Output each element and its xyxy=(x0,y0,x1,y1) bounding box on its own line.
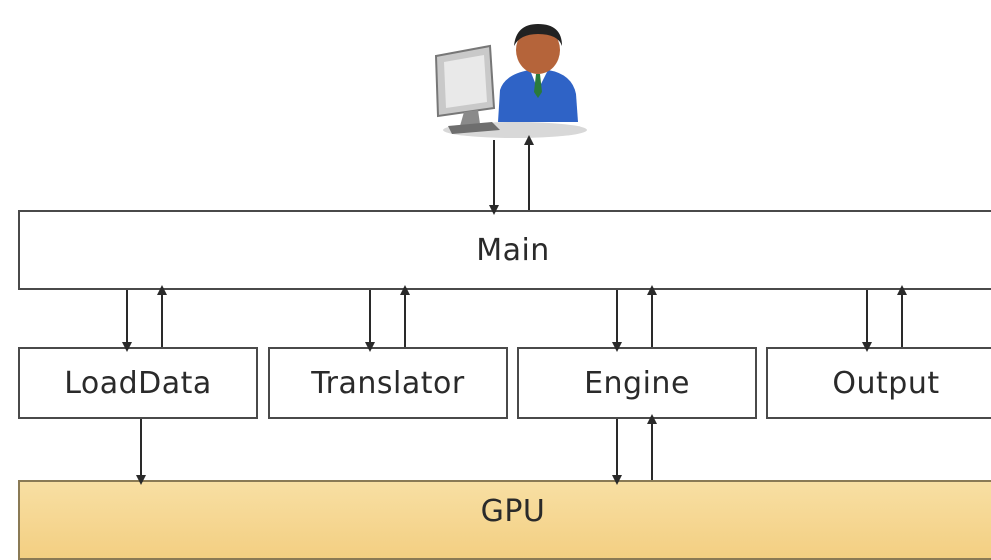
output-module: Output xyxy=(766,347,991,419)
architecture-diagram: Main LoadData Translator Engine Output G… xyxy=(18,24,991,560)
connector-arrows xyxy=(122,135,907,485)
user-at-computer-icon xyxy=(434,24,587,138)
loaddata-module: LoadData xyxy=(18,347,258,419)
translator-module: Translator xyxy=(268,347,508,419)
main-module: Main xyxy=(18,210,991,290)
engine-module: Engine xyxy=(517,347,757,419)
